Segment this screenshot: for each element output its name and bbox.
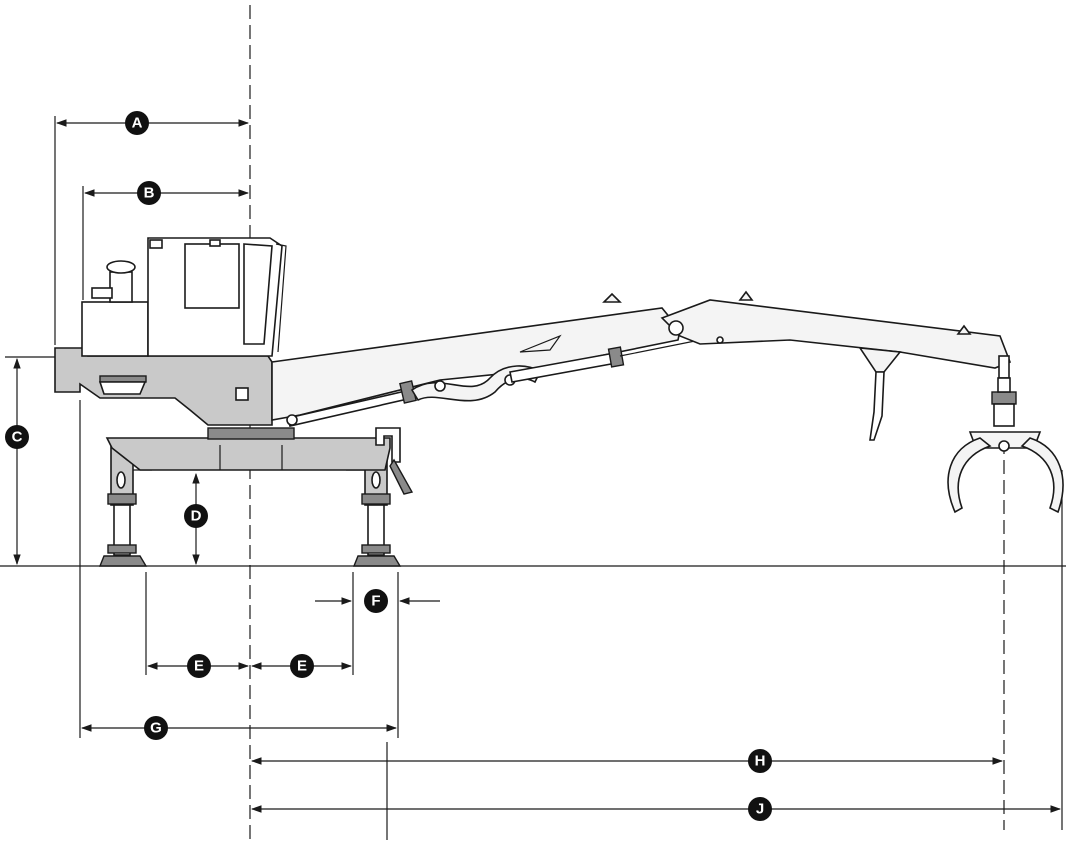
marker-c-circle: [5, 425, 29, 449]
marker-g-circle: [144, 716, 168, 740]
grapple-link: [998, 355, 1010, 379]
hose-hanger: [869, 371, 885, 441]
marker-j: J: [748, 797, 772, 821]
left-leg-clamp: [107, 493, 137, 505]
house-counterweight: [54, 347, 273, 426]
marker-e-right-circle: [290, 654, 314, 678]
marker-e-left: E: [187, 654, 211, 678]
swing-bearing: [207, 427, 295, 440]
grapple: [947, 355, 1064, 514]
marker-f-circle: [364, 589, 388, 613]
stick-pin-small: [716, 336, 724, 344]
marker-b-circle: [137, 181, 161, 205]
stick-cylinder-collar: [607, 346, 625, 368]
left-leg-clamp-lower: [107, 544, 137, 554]
marker-h: H: [748, 749, 772, 773]
upper-structure: [54, 237, 287, 426]
marker-h-circle: [748, 749, 772, 773]
stick-cylinder-rod: [619, 339, 701, 357]
marker-e-right-label: E: [297, 658, 307, 675]
marker-e-left-circle: [187, 654, 211, 678]
left-leg-pin: [116, 471, 126, 489]
dimension-markers: A B C D E E F G: [5, 111, 772, 821]
air-cleaner: [109, 271, 133, 303]
marker-d-label: D: [191, 508, 202, 525]
carrier-frame: [105, 437, 391, 471]
house-panel: [98, 381, 147, 395]
boom-bracket: [519, 334, 562, 353]
marker-f-label: F: [371, 593, 380, 610]
cab-window: [184, 243, 240, 309]
hose-bracket: [858, 347, 902, 373]
marker-d: D: [184, 504, 208, 528]
marker-a-circle: [125, 111, 149, 135]
marker-b: B: [137, 181, 161, 205]
engine-hood: [81, 301, 149, 357]
marker-j-label: J: [756, 801, 764, 818]
stick-lift-eye: [738, 290, 754, 301]
right-leg-pin: [371, 471, 381, 489]
grapple-left-tine: [947, 437, 992, 514]
counterweight-trim: [99, 375, 147, 383]
marker-h-label: H: [755, 753, 766, 770]
reference-lines: [0, 5, 1066, 840]
right-leg-clamp-lower: [361, 544, 391, 554]
cab-guard: [275, 243, 287, 353]
house-light: [235, 387, 249, 401]
marker-e-left-label: E: [194, 658, 204, 675]
marker-a: A: [125, 111, 149, 135]
right-foot-pad: [352, 555, 402, 567]
cab-top-light-2: [209, 239, 221, 247]
marker-e-right: E: [290, 654, 314, 678]
grapple-right-tine: [1020, 437, 1064, 514]
boom-lift-eye: [602, 292, 622, 303]
dimension-arrows: [13, 119, 1062, 813]
stick: [660, 299, 1012, 369]
grapple-center-pin: [998, 440, 1010, 452]
left-leg-lower: [113, 504, 131, 556]
stick-lift-eye-2: [956, 324, 972, 335]
air-cleaner-cap: [106, 260, 136, 274]
exhaust-pipe: [91, 287, 113, 299]
access-ladder: [375, 427, 401, 463]
cab-top-light: [149, 239, 163, 249]
link-pin: [434, 380, 446, 392]
marker-g: G: [144, 716, 168, 740]
right-leg-clamp: [361, 493, 391, 505]
outrigger-legs: [98, 444, 402, 567]
cab-front-window: [243, 243, 273, 345]
ladder-step: [389, 458, 414, 495]
marker-g-label: G: [150, 720, 162, 737]
grapple-head: [993, 403, 1015, 427]
boom-cylinder-pin: [286, 414, 298, 426]
marker-d-circle: [184, 504, 208, 528]
boom-assembly: [271, 290, 1012, 441]
marker-c-label: C: [12, 429, 23, 446]
grapple-rotator: [991, 391, 1017, 405]
marker-j-circle: [748, 797, 772, 821]
boom-stick-pin: [668, 320, 684, 336]
grapple-swivel: [997, 377, 1011, 393]
marker-c: C: [5, 425, 29, 449]
left-foot-pad: [98, 555, 148, 567]
undercarriage: [105, 427, 414, 495]
marker-a-label: A: [132, 115, 143, 132]
marker-f: F: [364, 589, 388, 613]
right-leg-lower: [367, 504, 385, 556]
marker-b-label: B: [144, 185, 155, 202]
